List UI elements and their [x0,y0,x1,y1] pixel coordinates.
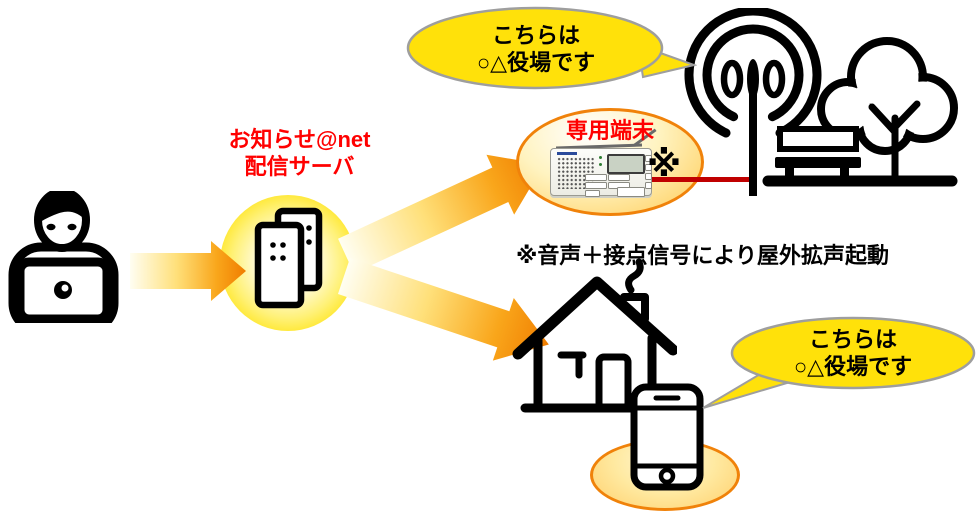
speech-bubble-bottom [702,316,976,409]
indicator-led [599,163,602,166]
bubble-top-line2: ○△役場です [476,50,596,75]
broadcast-antenna-icon [684,8,822,196]
outdoor-activation-note: ※音声＋接点信号により屋外拡声起動 [516,243,889,268]
radio-body [550,148,652,197]
radio-side-button [645,182,652,189]
indicator-led [599,156,602,159]
radio-receiver-icon [548,128,662,198]
phone-screen [635,405,699,469]
radio-side-button [645,164,652,171]
bubble-bottom-line2: ○△役場です [793,354,913,379]
arrow-server-to-terminal [338,154,544,274]
person-at-laptop-icon [8,191,119,323]
smartphone-icon [630,383,704,491]
terminal-note-mark: ※ [647,145,682,184]
smoke [625,258,644,294]
terminal-label: 専用端末 [565,118,654,143]
home-button [658,467,676,485]
chimney [620,293,649,323]
speech-bubble-top [406,6,697,90]
server-label-line1: お知らせ@net [228,127,371,152]
tree-icon [817,37,958,185]
radio-side-button [645,173,652,180]
bubble-top-line1: こちらは [491,23,580,48]
radio-button [585,174,607,181]
server-label-line2: 配信サーバ [244,154,355,179]
radio-side-button [645,155,652,162]
office-buildings-icon [254,207,323,309]
park-bench-icon [775,126,861,182]
bubble-bottom-line1: こちらは [808,327,897,352]
window [557,351,587,379]
radio-button [608,174,630,181]
radio-button [585,182,607,189]
park-scene [684,8,958,196]
arrow-server-to-house [337,257,549,361]
door [595,353,632,412]
arrow-sender-to-server [130,241,246,301]
speech-bubble-bottom-text: こちらは ○△役場です [738,320,968,386]
radio-button [585,190,600,197]
lcd-display [607,154,645,174]
contact-signal-line [645,177,755,182]
server-label: お知らせ@net 配信サーバ [212,126,387,180]
radio-brand-mark [557,152,577,155]
speech-bubble-top-text: こちらは ○△役場です [412,12,660,86]
radio-button [617,187,645,197]
